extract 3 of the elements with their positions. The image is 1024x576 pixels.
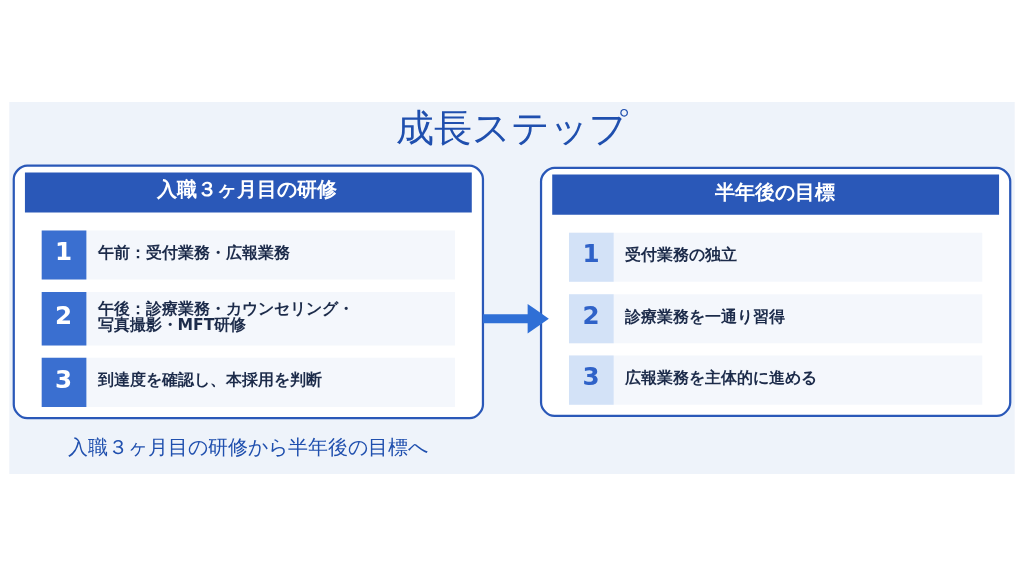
label: 入職３ヶ月目の研修から半年後の目標へ — [68, 435, 429, 460]
arrow — [482, 303, 549, 334]
diagram-title: 成長ステップ — [396, 106, 628, 151]
